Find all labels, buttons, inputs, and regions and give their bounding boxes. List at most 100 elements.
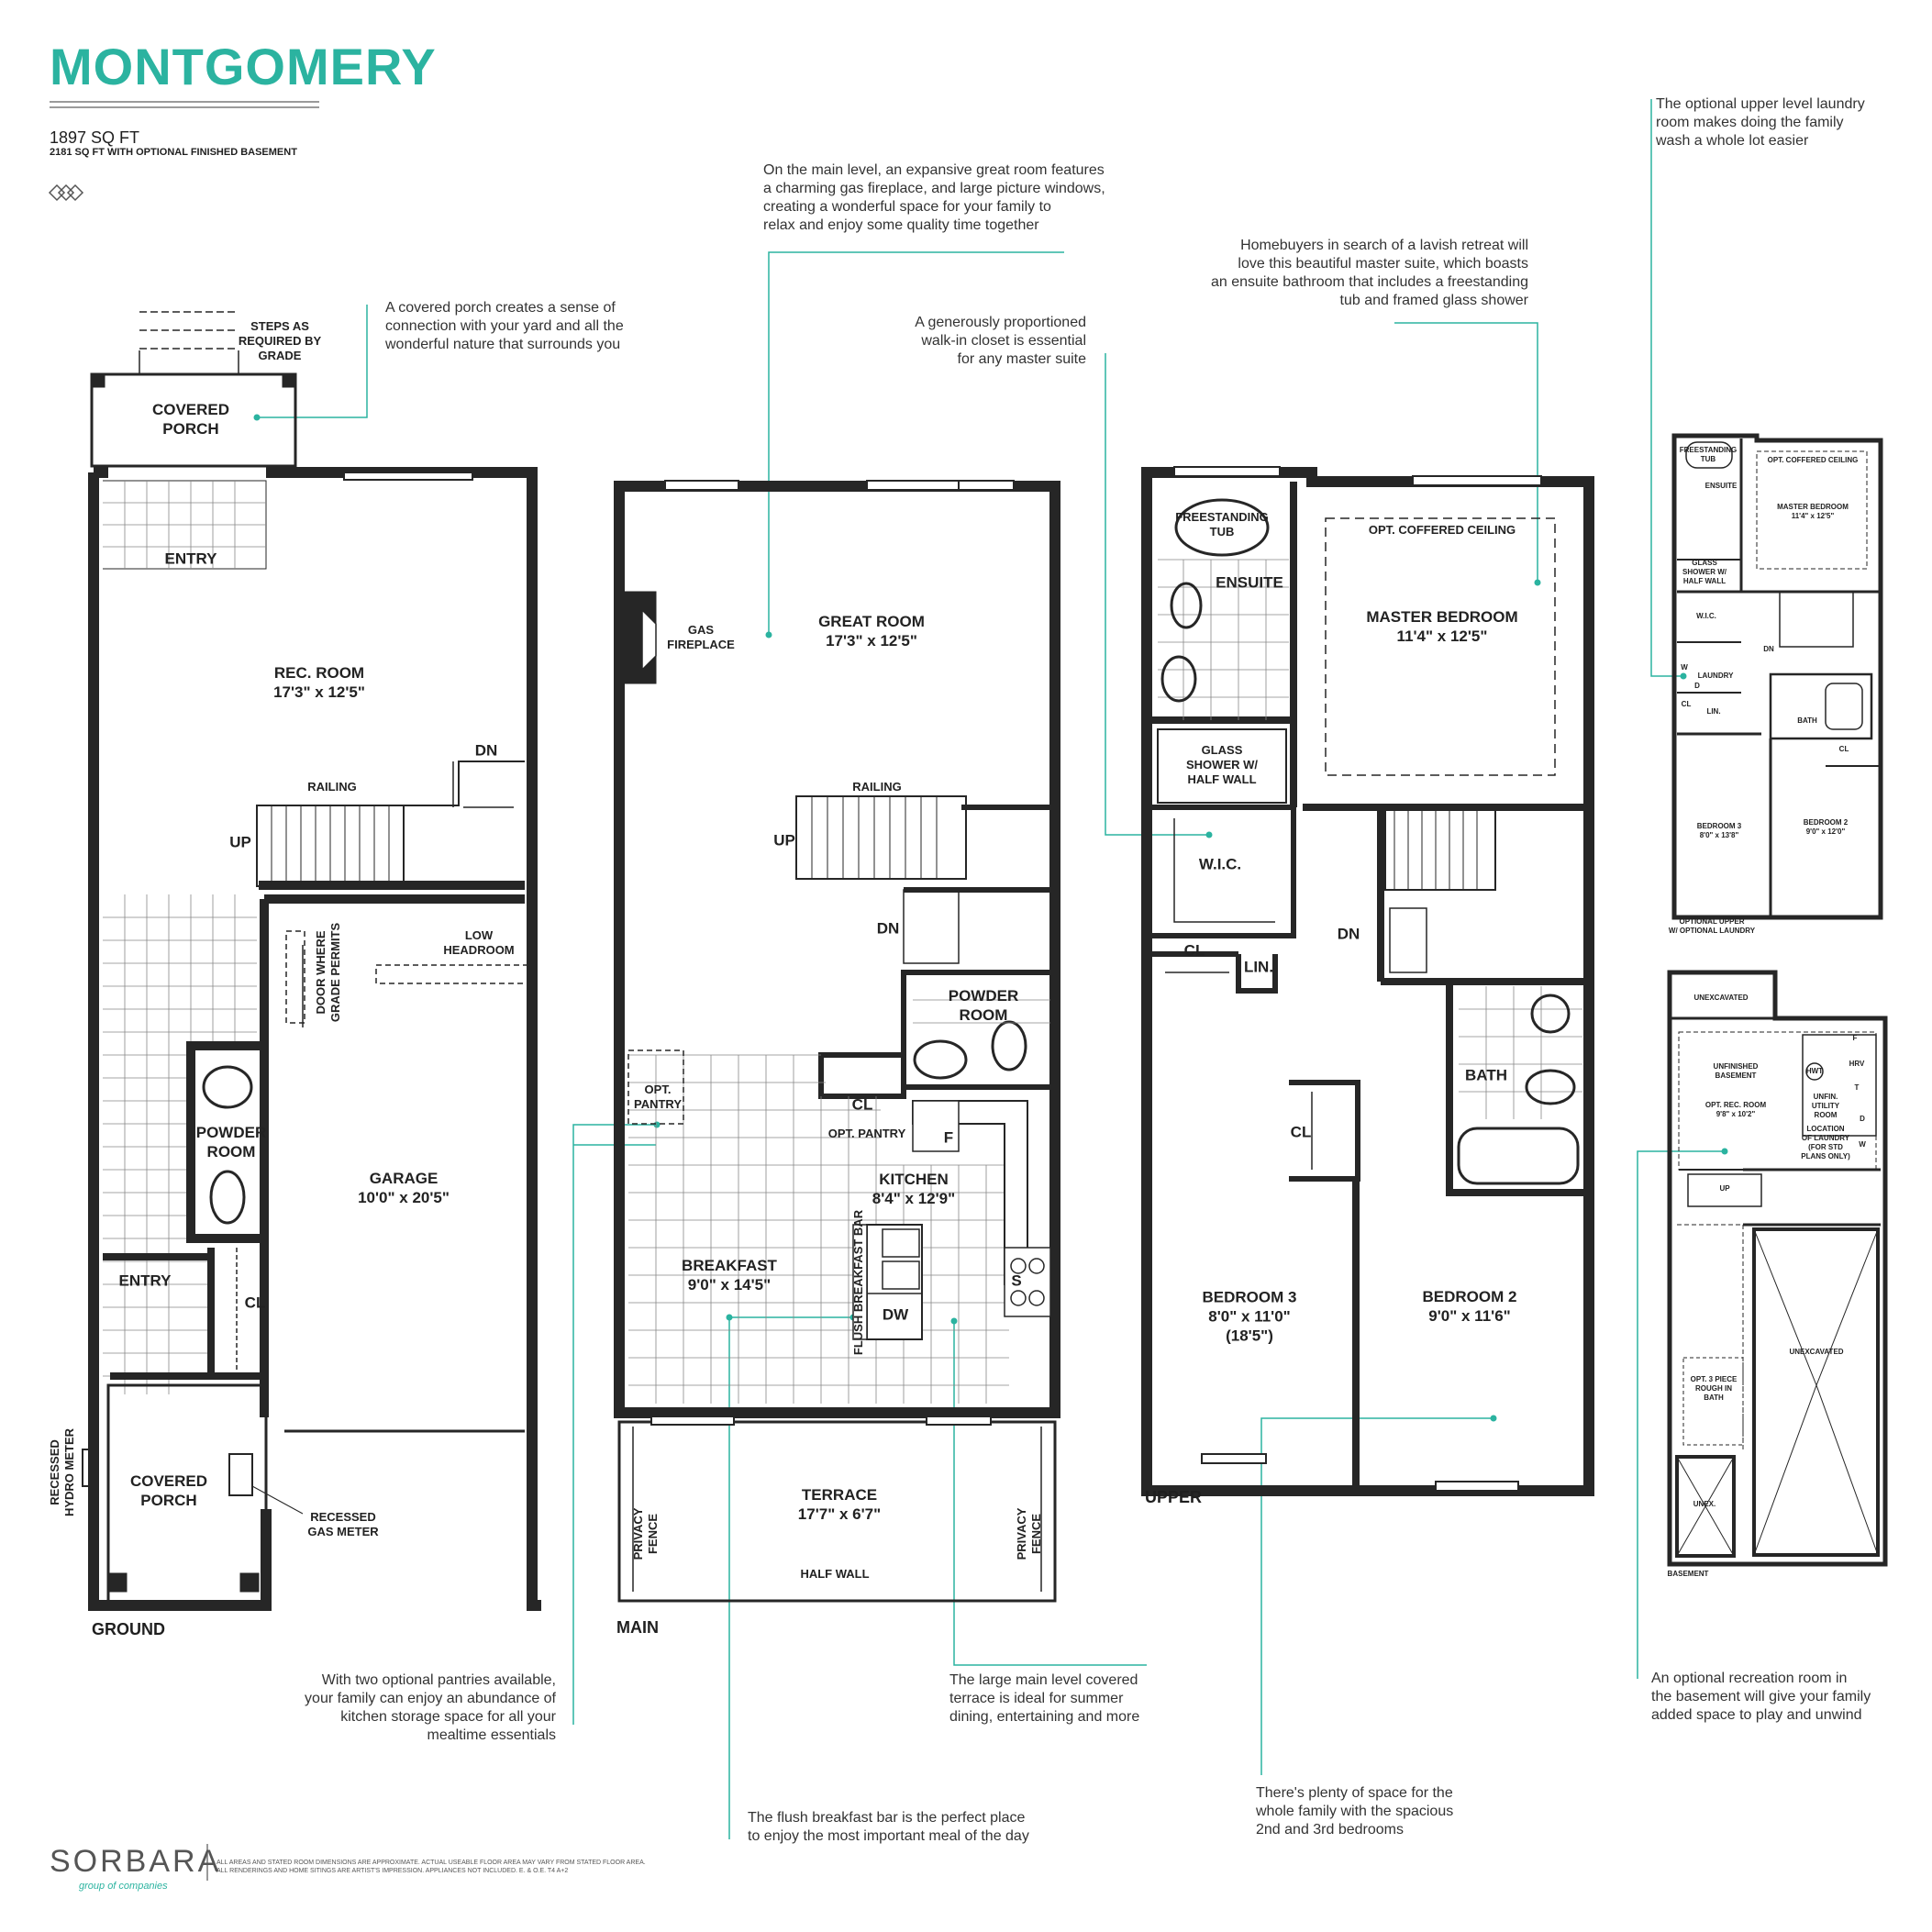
kitchen-label: KITCHEN 8'4" x 12'9" (872, 1171, 956, 1207)
opt-dn-label: DN (1763, 645, 1774, 653)
upper-floor (1141, 466, 1594, 1496)
bath-label: BATH (1465, 1066, 1507, 1084)
opt-pantry-label: OPT. PANTRY (827, 1127, 906, 1140)
opt-coffered-label: OPT. COFFERED CEILING (1767, 456, 1859, 464)
opt-pantry-left-label: OPT. PANTRY (634, 1083, 682, 1111)
gas-fireplace-label: GAS FIREPLACE (667, 623, 735, 651)
hydro-meter-label: RECESSED HYDRO METER (48, 1427, 76, 1517)
privacy-fence-right-label: PRIVACY FENCE (1015, 1507, 1043, 1560)
opt-rec-room-label: OPT. REC. ROOM 9'8" x 10'2" (1704, 1101, 1767, 1118)
bedroom-closet-label: CL (1290, 1123, 1312, 1141)
tank-label: T (1854, 1083, 1860, 1092)
dn-label: DN (474, 741, 498, 760)
level-optional-upper: OPTIONAL UPPER W/ OPTIONAL LAUNDRY (1668, 917, 1756, 935)
opt-shower-label: GLASS SHOWER W/ HALF WALL (1682, 559, 1727, 585)
square-footage: 1897 SQ FT (50, 128, 140, 147)
opt-dryer-label: D (1694, 682, 1700, 690)
bedroom-2-label: BEDROOM 2 9'0" x 11'6" (1422, 1288, 1517, 1325)
terrace-label: TERRACE 17'7" x 6'7" (797, 1486, 882, 1523)
optional-upper-floor (1671, 433, 1883, 920)
great-room-label: GREAT ROOM 17'3" x 12'5" (818, 613, 925, 650)
door-grade-label: DOOR WHERE GRADE PERMITS (314, 922, 342, 1023)
rough-in-bath-label: OPT. 3 PIECE ROUGH IN BATH (1690, 1375, 1738, 1402)
note-great-room: On the main level, an expansive great ro… (763, 162, 1105, 233)
level-basement: BASEMENT (1667, 1570, 1709, 1578)
breakfast-label: BREAKFAST 9'0" x 14'5" (682, 1257, 777, 1294)
linen-closet-label: LIN. (1243, 958, 1274, 976)
main-powder-room-label: POWDER ROOM (948, 987, 1019, 1024)
dishwasher-label: DW (882, 1305, 909, 1324)
utility-room-label: UNFIN. UTILITY ROOM (1811, 1093, 1840, 1119)
basement-washer-label: W (1859, 1140, 1866, 1149)
upper-dn-label: DN (1337, 925, 1360, 943)
opt-tub-label: FREESTANDING TUB (1679, 446, 1738, 463)
entry-bottom-label: ENTRY (118, 1271, 172, 1290)
note-terrace: The large main level covered terrace is … (949, 1672, 1140, 1725)
title-rule (50, 106, 319, 108)
basement-up-label: UP (1719, 1184, 1730, 1193)
main-closet-label: CL (851, 1095, 873, 1114)
opt-bedroom-2-label: BEDROOM 2 9'0" x 12'0" (1803, 818, 1849, 836)
freestanding-tub-label: FREESTANDING TUB (1175, 510, 1269, 539)
closet-label: CL (244, 1294, 266, 1312)
main-floor (614, 480, 1060, 1603)
half-wall-label: HALF WALL (800, 1567, 870, 1581)
flush-breakfast-bar-label: FLUSH BREAKFAST BAR (851, 1209, 865, 1356)
entry-top-label: ENTRY (164, 550, 217, 568)
note-breakfast-bar: The flush breakfast bar is the perfect p… (748, 1810, 1029, 1844)
opt-bath-cl-label: CL (1838, 745, 1849, 753)
title-rule (50, 101, 319, 103)
garage-label: GARAGE 10'0" x 20'5" (358, 1170, 450, 1206)
sorbara-logo-subtitle: group of companies (79, 1881, 168, 1892)
main-dn-label: DN (876, 919, 900, 938)
laundry-location-label: LOCATION OF LAUNDRY (FOR STD PLANS ONLY) (1801, 1125, 1850, 1160)
unexcavated-top-label: UNEXCAVATED (1693, 994, 1749, 1002)
gas-meter-label: RECESSED GAS METER (307, 1510, 379, 1538)
leader-dots (253, 414, 1728, 1422)
opt-cl-label: CL (1681, 700, 1692, 708)
note-porch: A covered porch creates a sense of conne… (385, 300, 624, 352)
rec-room-label: REC. ROOM 17'3" x 12'5" (273, 664, 365, 701)
steps-label: STEPS AS REQUIRED BY GRADE (238, 319, 322, 362)
level-main: MAIN (616, 1618, 659, 1637)
opt-master-label: MASTER BEDROOM 11'4" x 12'5" (1777, 503, 1849, 520)
level-ground: GROUND (92, 1620, 165, 1638)
main-up-label: UP (773, 831, 795, 849)
opt-washer-label: W (1681, 663, 1688, 672)
fridge-label: F (943, 1128, 954, 1147)
unexcavated-right-label: UNEXCAVATED (1789, 1348, 1844, 1356)
unex-label: UNEX. (1693, 1500, 1716, 1508)
legal-disclaimer: ALL AREAS AND STATED ROOM DIMENSIONS ARE… (217, 1860, 646, 1874)
note-pantries: With two optional pantries available, yo… (305, 1672, 556, 1743)
basement-dryer-label: D (1860, 1115, 1865, 1123)
ground-floor (82, 311, 541, 1611)
note-rec-room: An optional recreation room in the basem… (1651, 1671, 1871, 1723)
covered-porch-top-label: COVERED PORCH (151, 401, 230, 438)
ensuite-label: ENSUITE (1216, 573, 1283, 592)
opt-lin-label: LIN. (1706, 707, 1721, 716)
upper-closet-label: CL (1183, 941, 1205, 960)
level-upper: UPPER (1145, 1488, 1203, 1506)
opt-bedroom-3-label: BEDROOM 3 8'0" x 13'8" (1696, 822, 1742, 839)
main-railing-label: RAILING (852, 780, 902, 794)
up-label: UP (229, 833, 251, 851)
hrv-label: HRV (1849, 1060, 1865, 1068)
opt-ensuite-label: ENSUITE (1704, 482, 1738, 490)
unfinished-basement-label: UNFINISHED BASEMENT (1713, 1062, 1759, 1080)
walk-in-closet-label: W.I.C. (1198, 855, 1242, 873)
powder-room-label: POWDER ROOM (195, 1124, 267, 1160)
note-master-suite: Homebuyers in search of a lavish retreat… (1210, 238, 1528, 308)
coffered-ceiling-label: OPT. COFFERED CEILING (1368, 523, 1516, 537)
railing-label: RAILING (307, 780, 357, 794)
opt-laundry-label: LAUNDRY (1697, 672, 1734, 680)
basement-floor (1667, 970, 1888, 1567)
bedroom-3-label: BEDROOM 3 8'0" x 11'0" (18'5") (1202, 1288, 1297, 1345)
sorbara-logo: SORBARA (50, 1844, 222, 1879)
stove-label: S (1011, 1271, 1022, 1290)
privacy-fence-left-label: PRIVACY FENCE (631, 1507, 660, 1560)
covered-porch-bottom-label: COVERED PORCH (129, 1472, 208, 1509)
furnace-label: F (1852, 1034, 1858, 1042)
note-laundry: The optional upper level laundry room ma… (1656, 96, 1865, 149)
plan-title: MONTGOMERY (50, 38, 437, 95)
